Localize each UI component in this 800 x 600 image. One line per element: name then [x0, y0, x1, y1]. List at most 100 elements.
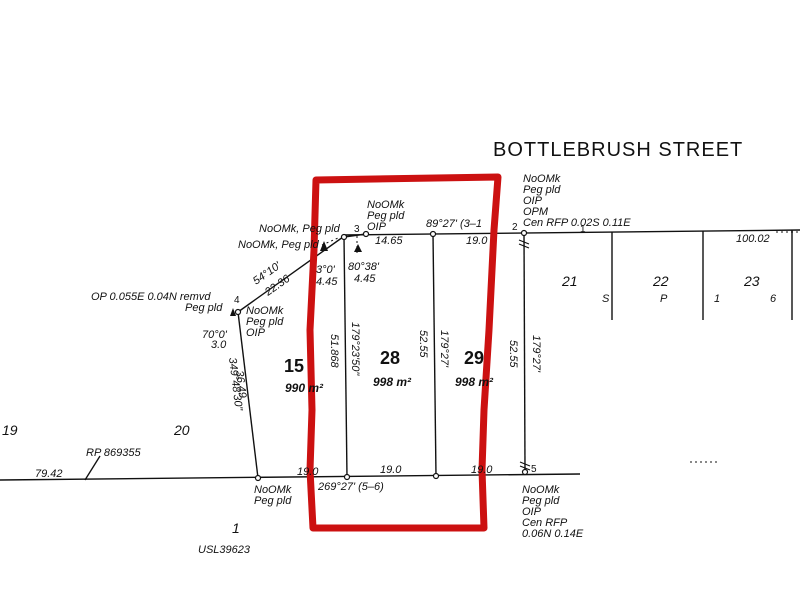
- plan-label: Peg pld: [522, 495, 560, 507]
- corner-bearing: 70°0': [202, 329, 228, 341]
- tick-marks: [518, 239, 531, 471]
- east-bearing-labels: 179°27': [530, 335, 542, 373]
- left-road-len: 79.42: [35, 468, 63, 480]
- chord-len: 4.45: [354, 273, 376, 285]
- chord2-bearing: 3°0': [316, 264, 336, 276]
- sp-s-label: S: [602, 293, 610, 305]
- arrow-icon: [320, 241, 328, 251]
- station-marker-b15: [343, 473, 351, 481]
- lot28-number: 28: [380, 348, 400, 368]
- plan-label: Peg pld: [246, 316, 284, 328]
- west-bearing: 179°23'50": [349, 322, 361, 376]
- neighbour-len: 100.02: [736, 233, 770, 245]
- bottom-seg-mid: 19.0: [380, 464, 402, 476]
- lot29-number: 29: [464, 348, 484, 368]
- usl-plan-label: USL39623: [198, 544, 251, 556]
- plan-label: OIP: [367, 221, 387, 233]
- plan-label: OIP: [523, 195, 543, 207]
- boundary-lines: [0, 229, 800, 481]
- chord-bearing: 80°38': [348, 261, 380, 273]
- neighbour-lot-21: 21: [561, 273, 578, 289]
- arrow-markers: [230, 241, 362, 316]
- west-boundary-line: [237, 311, 259, 479]
- chord-line: [343, 233, 367, 238]
- construction-lines: [321, 231, 800, 463]
- marks-peg-b: NoOMk, Peg pld: [238, 239, 320, 251]
- top-seg2: 19.0: [466, 235, 488, 247]
- station-markers: [234, 229, 529, 482]
- east-bearing: 179°27': [530, 335, 542, 373]
- plan-label: OIP: [246, 327, 266, 339]
- lot28-29-line: [432, 233, 437, 477]
- plan-label: Cen RFP: [522, 517, 568, 529]
- chord2-len: 4.45: [316, 276, 338, 288]
- east-line-labels: 52.55: [507, 340, 519, 368]
- plan-label: NoOMk: [246, 305, 284, 317]
- station-marker-4: [234, 308, 242, 316]
- road-frontage-line: [342, 229, 800, 236]
- station-marker-bl: [254, 474, 262, 482]
- lot15-number: 15: [284, 356, 304, 376]
- lot15-28-line: [343, 236, 348, 478]
- plan-label: Peg pld: [523, 184, 561, 196]
- station-5: 5: [531, 464, 537, 475]
- sp-p-label: P: [660, 293, 668, 305]
- east-len: 52.55: [507, 340, 519, 368]
- top-seg1: 14.65: [375, 235, 403, 247]
- arrow-icon-3: [230, 308, 236, 316]
- mid-len: 52.55: [417, 330, 429, 358]
- station-marker-2: [520, 229, 528, 237]
- marks-peg-a: NoOMk, Peg pld: [259, 223, 341, 235]
- station-marker-5: [521, 468, 529, 476]
- corner-len: 3.0: [211, 339, 227, 351]
- station-marker-mid-top: [429, 230, 437, 238]
- station-3: 3: [354, 224, 360, 235]
- top-bearing: 89°27' (3–1: [426, 218, 482, 230]
- marks-station3: NoOMk Peg pld OIP: [367, 199, 405, 233]
- station-4: 4: [234, 295, 240, 306]
- station-marker-3: [340, 233, 348, 241]
- plan-label: Peg pld: [254, 495, 292, 507]
- plan-label: NoOMk: [367, 199, 405, 211]
- plan-label: Peg pld: [367, 210, 405, 222]
- plan-label: OIP: [522, 506, 542, 518]
- sp-6-label: 6: [770, 293, 777, 305]
- station-marker-b28: [432, 472, 440, 480]
- marks-station4: NoOMk Peg pld OIP: [246, 305, 284, 339]
- west-len: 51.868: [328, 334, 340, 369]
- plan-label: 0.06N 0.14E: [522, 528, 584, 540]
- sp-1-label: 1: [714, 293, 720, 305]
- marks-station5: NoOMk Peg pld OIP Cen RFP 0.06N 0.14E: [522, 484, 584, 540]
- lot28-area: 998 m²: [373, 375, 412, 389]
- lot15-area: 990 m²: [285, 381, 324, 395]
- plan-label: OPM: [523, 206, 549, 218]
- rp-tick-line: [84, 455, 101, 481]
- marks-st4-op: OP 0.055E 0.04N remvd: [91, 291, 211, 303]
- neighbour-lot-22: 22: [652, 273, 669, 289]
- rp-plan-label: RP 869355: [86, 447, 142, 459]
- highlight-outline: [306, 173, 502, 532]
- arrow-icon-2: [354, 244, 362, 252]
- left-len: 36.49: [233, 370, 248, 399]
- marks-bottom-left: NoOMk Peg pld: [254, 484, 292, 507]
- bottom-bearing: 269°27' (5–6): [317, 481, 384, 493]
- mid-bearing: 179°27': [438, 330, 450, 368]
- station-1: 1: [580, 224, 586, 235]
- east-boundary-line: [523, 232, 526, 471]
- lot29-area: 998 m²: [455, 375, 494, 389]
- neighbour-lot-20: 20: [173, 422, 190, 438]
- plan-label: NoOMk: [523, 173, 561, 185]
- street-name: BOTTLEBRUSH STREET: [493, 139, 743, 161]
- neighbour-lot-1: 1: [232, 520, 240, 536]
- neighbour-lot-19: 19: [2, 422, 18, 438]
- bottom-seg-left: 19.0: [297, 466, 319, 478]
- plan-label: NoOMk: [254, 484, 292, 496]
- plan-label: Cen RFP 0.02S 0.11E: [523, 217, 631, 229]
- marks-st4-peg: Peg pld: [185, 302, 223, 314]
- marks-station2: NoOMk Peg pld OIP OPM Cen RFP 0.02S 0.11…: [523, 173, 631, 229]
- bottom-seg-right: 19.0: [471, 464, 493, 476]
- plan-label: NoOMk: [522, 484, 560, 496]
- station-2: 2: [512, 222, 518, 233]
- station-marker-3b: [362, 230, 370, 238]
